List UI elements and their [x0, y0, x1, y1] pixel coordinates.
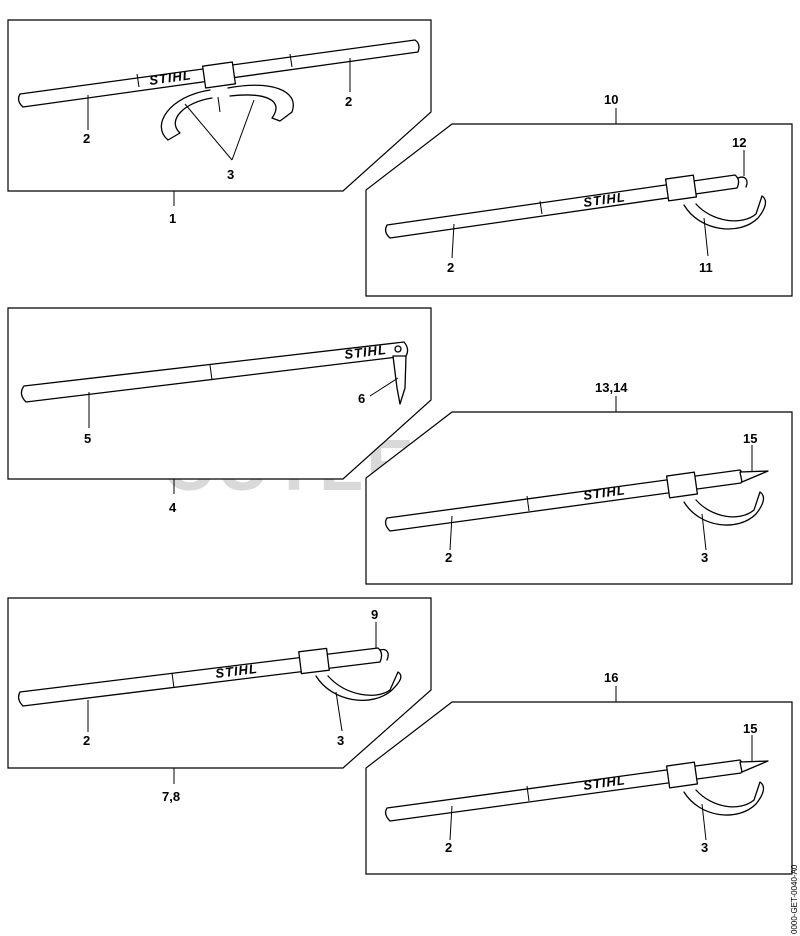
panel-assembly-13-14: 13,14 STIHL 15 2 3: [365, 380, 793, 585]
handle-bar: [384, 174, 740, 239]
hook-blade: [315, 671, 402, 701]
brand-logo: STIHL: [344, 342, 388, 362]
assembly-number: 4: [169, 500, 177, 515]
pick-tip: [392, 355, 407, 405]
drawing-code: 0000-GET-0040-A0: [790, 864, 799, 934]
clamp-bracket: [665, 761, 699, 789]
assembly-number: 13,14: [595, 380, 628, 395]
tong-left: [160, 89, 213, 141]
tip-hook: [737, 176, 748, 188]
panel-assembly-16: 16 STIHL 15 2 3: [365, 670, 793, 875]
callout: 2: [447, 260, 454, 275]
brand-logo: STIHL: [215, 661, 259, 681]
spike-tip: [739, 470, 769, 483]
callout: 2: [83, 733, 90, 748]
callout: 5: [84, 431, 91, 446]
brand-logo: STIHL: [582, 189, 626, 210]
assembly-number: 10: [604, 92, 618, 107]
panel-assembly-7-8: STIHL 9 2 3 7,8: [7, 597, 432, 804]
callout: 6: [358, 391, 365, 406]
callout: 3: [227, 167, 234, 182]
clamp-bracket: [201, 61, 237, 89]
clamp-bracket: [665, 471, 699, 499]
assembly-number: 1: [169, 211, 176, 226]
hook-blade: [683, 781, 765, 816]
callout: 2: [345, 94, 352, 109]
hook-blade: [683, 195, 767, 230]
callout: 12: [732, 135, 746, 150]
panel-assembly-4: STIHL 5 6 4: [7, 307, 432, 515]
tong-right: [227, 84, 294, 122]
callout: 2: [445, 840, 452, 855]
callout: 9: [371, 607, 378, 622]
callout: 2: [83, 131, 90, 146]
brand-logo: STIHL: [582, 482, 626, 503]
panel-frame: [7, 597, 432, 769]
rivet: [394, 345, 402, 353]
brand-logo: STIHL: [582, 772, 626, 793]
callout: 3: [337, 733, 344, 748]
tip-hook: [379, 648, 389, 661]
clamp-bracket: [298, 647, 330, 675]
clamp-bracket: [664, 174, 698, 202]
panel-assembly-1: STIHL 2 2 3 1: [7, 19, 432, 226]
hook-blade: [683, 491, 765, 526]
assembly-number: 7,8: [162, 789, 180, 804]
callout: 15: [743, 431, 757, 446]
callout: 15: [743, 721, 757, 736]
brand-logo: STIHL: [148, 67, 192, 88]
callout: 3: [701, 550, 708, 565]
spike-tip: [739, 760, 769, 773]
callout: 3: [701, 840, 708, 855]
panel-assembly-10: 10 STIHL 12 2 11: [365, 92, 793, 297]
assembly-number: 16: [604, 670, 618, 685]
callout: 11: [699, 260, 713, 275]
callout: 2: [445, 550, 452, 565]
